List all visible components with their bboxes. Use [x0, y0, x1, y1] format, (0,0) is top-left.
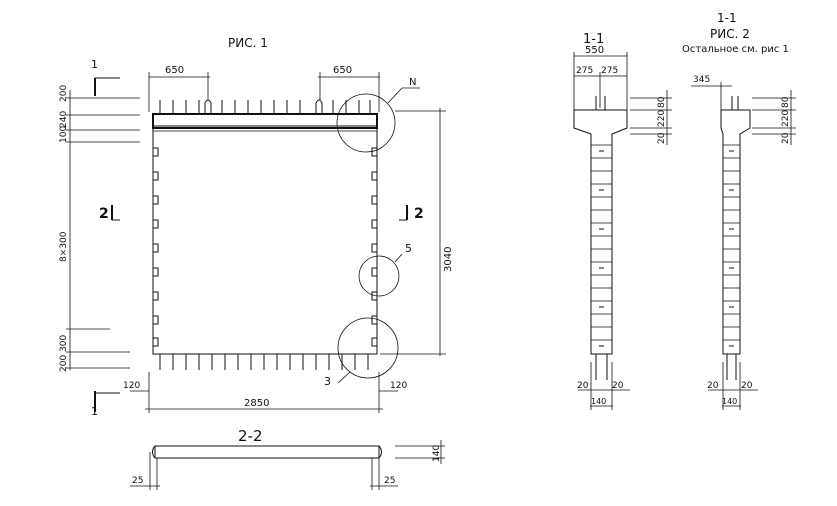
fig2-dim-foot-140: 140	[722, 397, 737, 406]
callout-circle-N	[336, 93, 396, 153]
dim-offset-345: 345	[693, 75, 710, 85]
left-dimensions: 200 240 100 8×300 300 200	[59, 85, 140, 372]
fig2-dim-foot-20-right: 20	[741, 381, 753, 391]
right-side-keys	[371, 147, 377, 347]
top-dimensions: 650 650	[148, 65, 380, 112]
section-1-1-title: 1-1	[583, 32, 604, 47]
dim-half-right: 275	[601, 66, 618, 76]
callout-circle-3	[337, 317, 399, 379]
dim-left-240: 240	[59, 111, 69, 128]
dim-left-100: 100	[59, 126, 69, 143]
fig2-section-title: 1-1	[717, 11, 737, 25]
dim-head-220: 220	[657, 110, 667, 127]
fig2-note: Остальное см. рис 1	[682, 44, 789, 55]
callout-5-label: 5	[405, 242, 412, 255]
dim-end-left-25: 25	[132, 476, 143, 486]
callout-circle-5	[358, 255, 400, 297]
callout-N-label: N	[409, 77, 416, 88]
right-height-dim: 3040	[380, 108, 454, 356]
fig2-title: РИС. 2	[710, 27, 750, 41]
cut-marks-1: 1 1	[91, 58, 120, 418]
cut-label-bottom: 1	[91, 405, 98, 418]
dim-edge-right: 120	[390, 381, 407, 391]
panel-elevation	[152, 99, 378, 370]
fig2-dim-head-20: 20	[781, 132, 791, 144]
top-bars	[159, 99, 371, 114]
dim-foot-140: 140	[591, 397, 606, 406]
dim-left-8x300: 8×300	[59, 231, 69, 262]
section-1-1: 1-1 550 275 275	[573, 32, 672, 410]
dim-top-left: 650	[165, 65, 184, 76]
bottom-dimensions: 120 120 2850	[123, 372, 407, 413]
dim-width-2850: 2850	[244, 398, 269, 409]
dim-head-80: 80	[657, 96, 667, 108]
dim-end-right-25: 25	[384, 476, 395, 486]
fig2-dim-head-80: 80	[781, 96, 791, 108]
fig1-title: РИС. 1	[228, 36, 268, 50]
fig2-section: 1-1 РИС. 2 Остальное см. рис 1 345	[682, 11, 796, 410]
cut-label-top: 1	[91, 58, 98, 71]
dim-foot-20-right: 20	[612, 381, 624, 391]
cut2-label-left: 2	[99, 206, 109, 222]
callouts: N 5 3	[324, 77, 420, 388]
fig2-dim-head-220: 220	[781, 110, 791, 127]
dim-edge-left: 120	[123, 381, 140, 391]
dim-top-right: 650	[333, 65, 352, 76]
left-side-keys	[153, 147, 159, 347]
dim-left-200-bottom: 200	[59, 355, 69, 372]
cut2-label-right: 2	[414, 206, 424, 222]
dim-half-left: 275	[576, 66, 593, 76]
dim-height-3040: 3040	[443, 247, 454, 272]
bottom-bars	[159, 354, 369, 370]
dim-left-300: 300	[59, 335, 69, 352]
fig2-dim-foot-20-left: 20	[707, 381, 719, 391]
dim-width-550: 550	[585, 45, 604, 56]
dim-foot-20-left: 20	[577, 381, 589, 391]
dim-left-200-top: 200	[59, 85, 69, 102]
callout-3-label: 3	[324, 375, 331, 388]
cut-marks-2: 2 2	[99, 205, 424, 222]
fig2-column-segments	[723, 144, 740, 347]
column-segments	[591, 144, 612, 347]
section-2-2: 2-2 25 25 140	[130, 427, 445, 490]
dim-thickness-140: 140	[432, 445, 442, 462]
section-2-2-title: 2-2	[238, 427, 263, 445]
dim-head-20: 20	[657, 132, 667, 144]
